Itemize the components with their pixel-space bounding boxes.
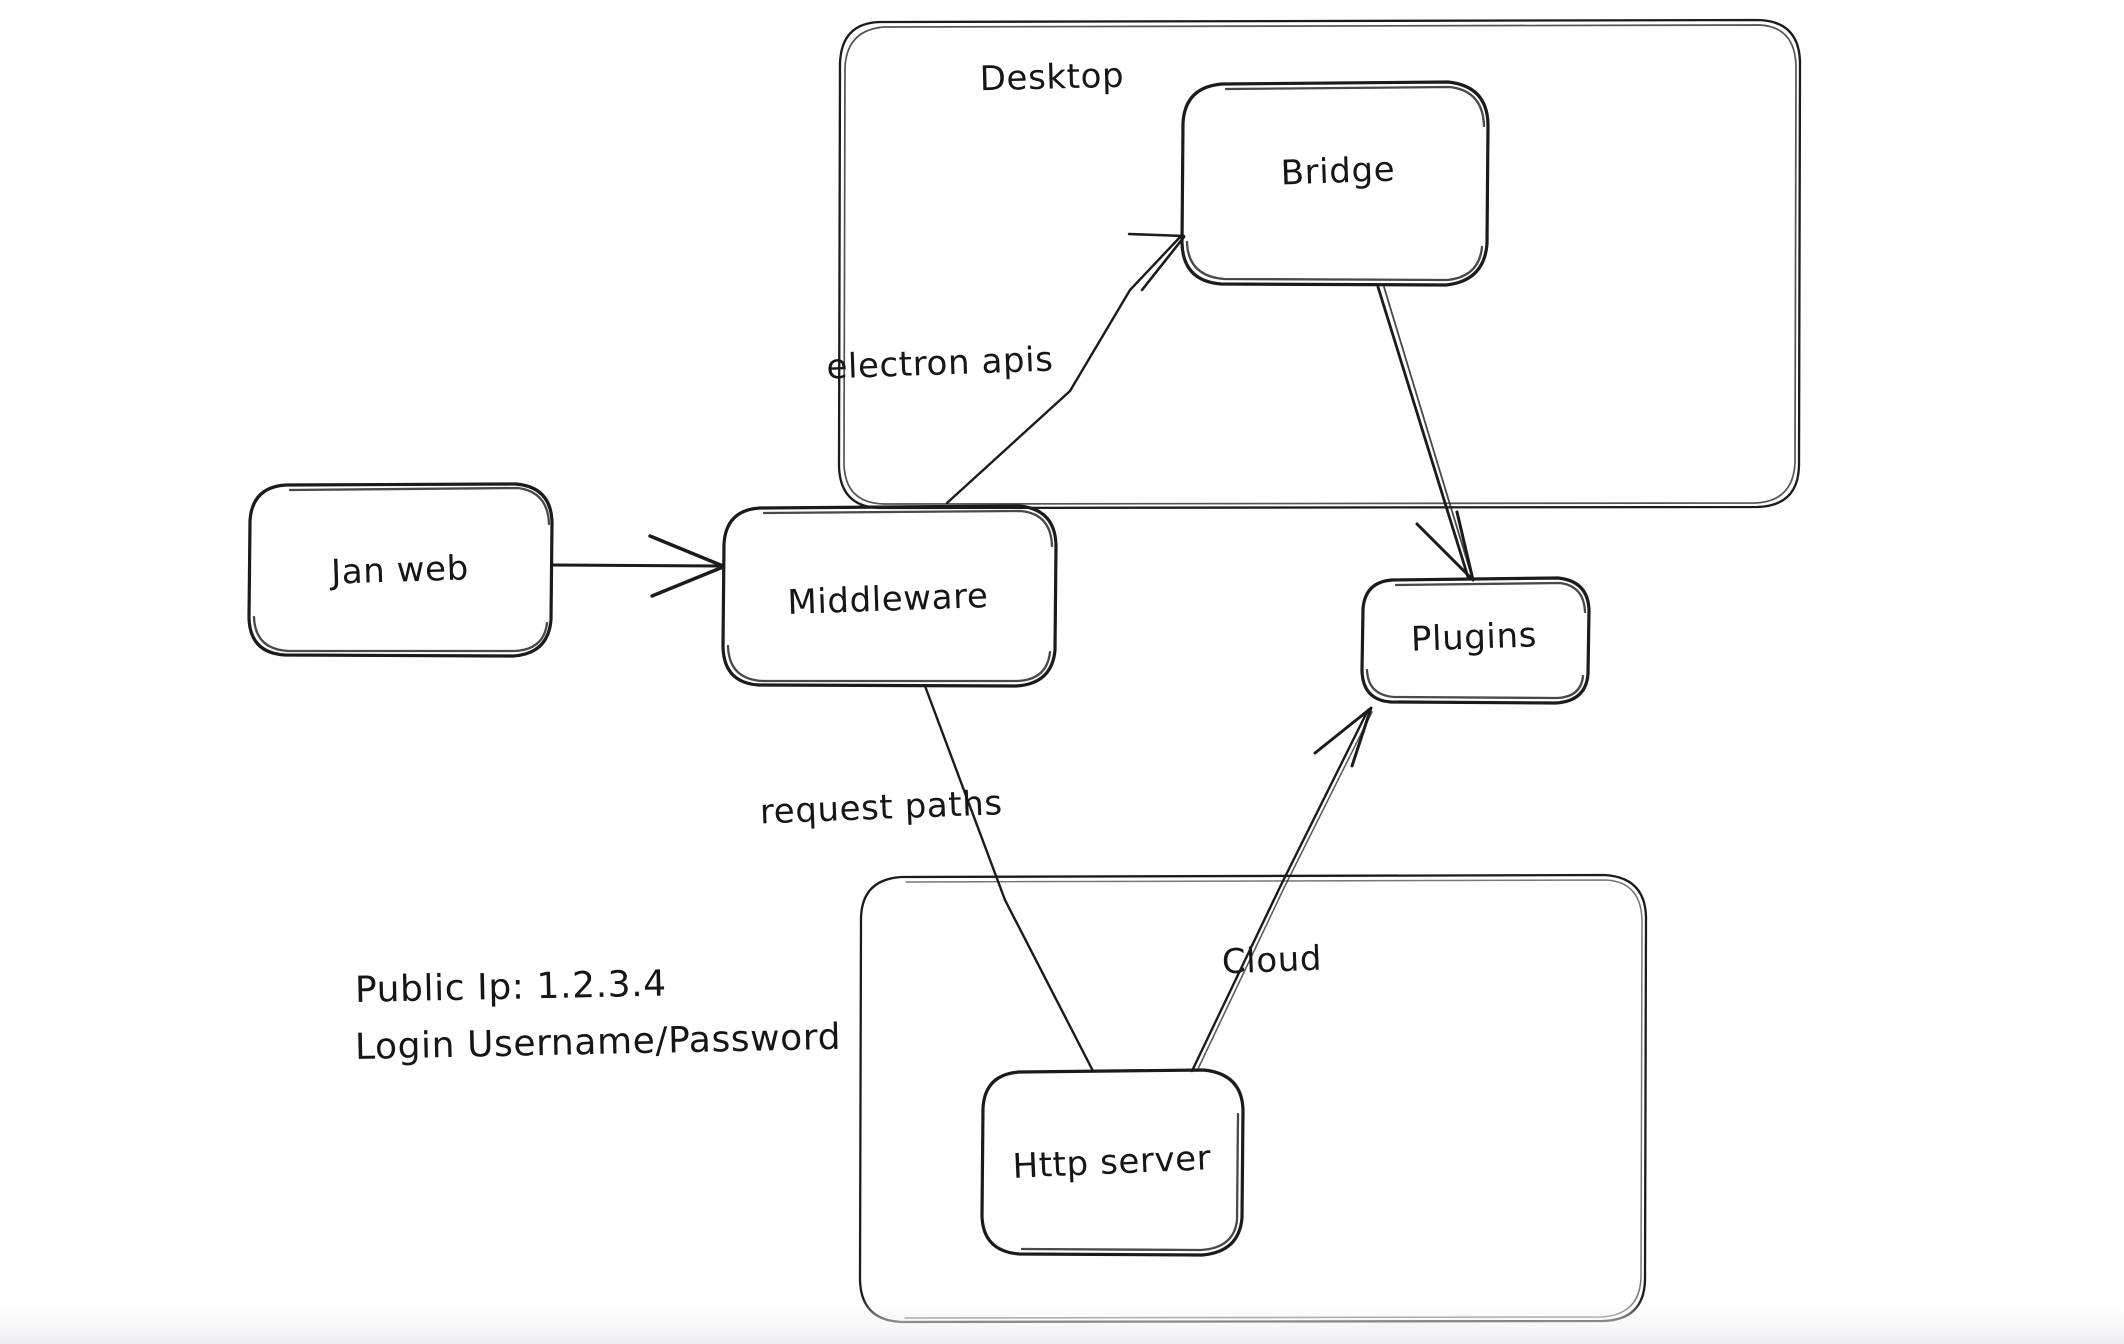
plugins-label: Plugins	[1410, 615, 1537, 659]
node-http-server[interactable]: Http server	[980, 1068, 1245, 1257]
arrowhead-upper-jan-to-middleware	[648, 534, 725, 568]
edge-jan-web-to-middleware[interactable]	[551, 534, 725, 598]
edge-line-http-server-to-plugins	[1190, 708, 1370, 1073]
node-bridge[interactable]: Bridge	[1180, 80, 1490, 287]
edge-line-middleware-to-bridge	[945, 233, 1184, 505]
edge-label-request-paths: request paths	[759, 783, 1003, 832]
node-middleware[interactable]: Middleware	[721, 504, 1058, 688]
edge-label-electron-apis: electron apis	[826, 340, 1054, 388]
arrowhead-lower-jan-to-middleware	[650, 565, 725, 598]
arrowhead-right-bridge-to-plugins	[1455, 510, 1475, 582]
edge-line-bridge-to-plugins-second-pass	[1383, 286, 1473, 578]
arrowhead-left-bridge-to-plugins	[1415, 522, 1474, 581]
jan-web-label: Jan web	[328, 548, 469, 592]
edge-bridge-to-plugins[interactable]	[1376, 285, 1475, 582]
http-server-box-outline-second-pass	[1020, 1112, 1240, 1252]
edge-middleware-to-bridge[interactable]: electron apis	[826, 232, 1186, 505]
note-login-credentials: Login Username/Password	[355, 1017, 842, 1068]
arrowhead-lower-middleware-to-bridge	[1140, 235, 1186, 292]
jan-web-box-outline-second-pass	[252, 486, 551, 653]
edge-line-middleware-to-http-server	[923, 684, 1095, 1073]
http-server-box-outline	[980, 1068, 1245, 1257]
edge-line-jan-to-middleware	[551, 563, 723, 568]
edge-line-bridge-to-plugins	[1376, 285, 1470, 579]
desktop-container-outline-second-pass	[843, 24, 1797, 505]
plugins-box-outline-second-pass	[1365, 581, 1587, 700]
node-jan-web[interactable]: Jan web	[247, 482, 554, 658]
jan-web-box-outline	[247, 482, 554, 658]
group-desktop[interactable]: Desktop	[837, 18, 1802, 510]
bridge-box-outline-second-pass	[1185, 85, 1486, 282]
edge-http-server-to-plugins[interactable]	[1190, 706, 1373, 1073]
http-server-label: Http server	[1012, 1138, 1212, 1187]
plugins-box-outline	[1360, 576, 1591, 705]
note-block[interactable]: Public Ip: 1.2.3.4 Login Username/Passwo…	[355, 963, 842, 1068]
arrowhead-left-http-to-plugins	[1350, 706, 1373, 768]
middleware-label: Middleware	[787, 576, 989, 623]
arrowhead-upper-middleware-to-bridge	[1127, 232, 1186, 238]
middleware-box-outline-second-pass	[726, 509, 1054, 683]
node-plugins[interactable]: Plugins	[1360, 576, 1591, 705]
group-label-desktop: Desktop	[979, 56, 1124, 100]
note-public-ip: Public Ip: 1.2.3.4	[355, 963, 668, 1011]
arrowhead-right-http-to-plugins	[1313, 707, 1372, 755]
edge-middleware-to-http-server[interactable]: request paths	[759, 684, 1095, 1073]
desktop-container-outline	[837, 18, 1802, 510]
bridge-box-outline	[1180, 80, 1490, 287]
middleware-box-outline	[721, 504, 1058, 688]
edge-line-http-server-to-plugins-second-pass	[1196, 711, 1373, 1072]
bridge-label: Bridge	[1280, 150, 1396, 194]
